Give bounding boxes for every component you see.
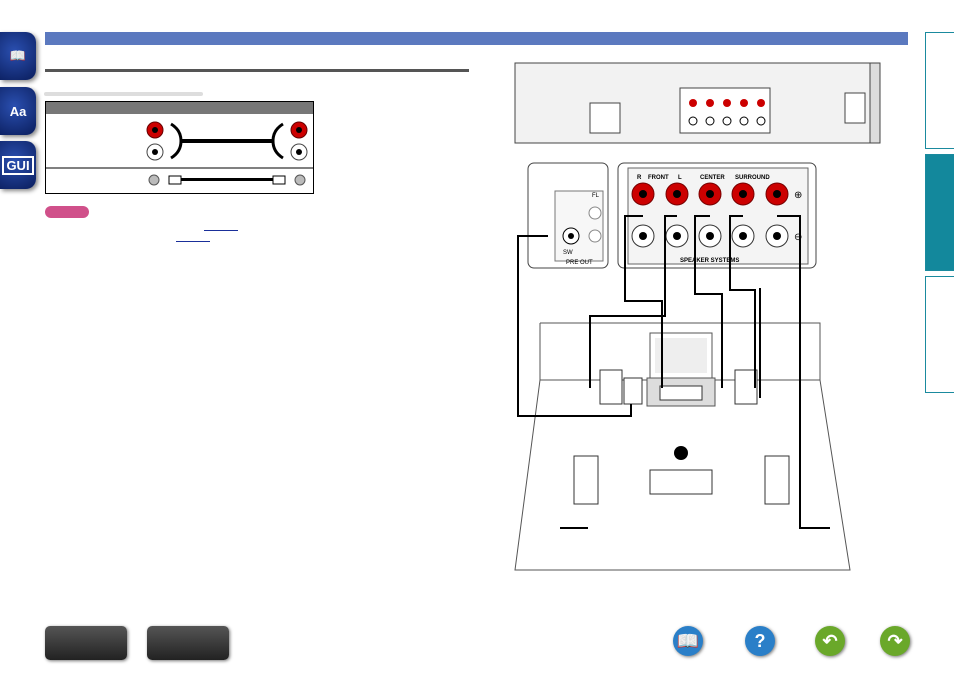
fl-label: FL: [592, 193, 600, 199]
help-button[interactable]: ?: [745, 626, 775, 656]
book-icon: 📖: [676, 630, 700, 651]
cable-table: [45, 101, 314, 194]
speaker-systems-label: SPEAKER SYSTEMS: [680, 258, 739, 264]
audio-cable: [148, 174, 306, 186]
r-label: R: [637, 175, 642, 181]
pre-out-label: PRE OUT: [566, 260, 593, 266]
tab-2-active[interactable]: [925, 154, 954, 271]
l-label: L: [678, 175, 682, 181]
gui-button[interactable]: GUI: [0, 141, 36, 189]
front-label: FRONT: [648, 175, 669, 181]
forward-icon: ↷: [887, 630, 903, 651]
center-label: CENTER: [700, 175, 725, 181]
page-link[interactable]: [204, 230, 238, 231]
surround-label: SURROUND: [735, 175, 770, 181]
book-icon-button[interactable]: 📖: [0, 32, 36, 80]
page-link[interactable]: [176, 241, 210, 242]
speaker-cable: [146, 121, 308, 161]
help-icon: ?: [754, 630, 766, 651]
rear-panel-button[interactable]: [147, 626, 229, 660]
gui-icon: GUI: [2, 155, 34, 175]
section-rule: [45, 69, 469, 72]
receiver-rear-panel: [514, 62, 881, 144]
minus-icon: ⊖: [794, 232, 802, 243]
plus-icon: ⊕: [794, 190, 802, 201]
tab-3[interactable]: [925, 276, 954, 393]
speaker-terminals: [631, 182, 789, 248]
book-icon: 📖: [9, 48, 27, 63]
header-bar: [45, 32, 908, 45]
manual-button[interactable]: 📖: [673, 626, 703, 656]
tab-1[interactable]: [925, 32, 954, 149]
sw-label: SW: [563, 250, 573, 256]
glossary-button[interactable]: Aa: [0, 87, 36, 135]
glossary-icon: Aa: [9, 103, 27, 119]
back-button[interactable]: ↶: [815, 626, 845, 656]
front-panel-button[interactable]: [45, 626, 127, 660]
speaker-connection-diagram: FL SW PRE OUT R FRONT L CENTER SURROUND …: [514, 62, 881, 571]
forward-button[interactable]: ↷: [880, 626, 910, 656]
subsection-rule: [44, 92, 203, 96]
note-badge: [45, 206, 89, 218]
back-icon: ↶: [822, 630, 838, 651]
